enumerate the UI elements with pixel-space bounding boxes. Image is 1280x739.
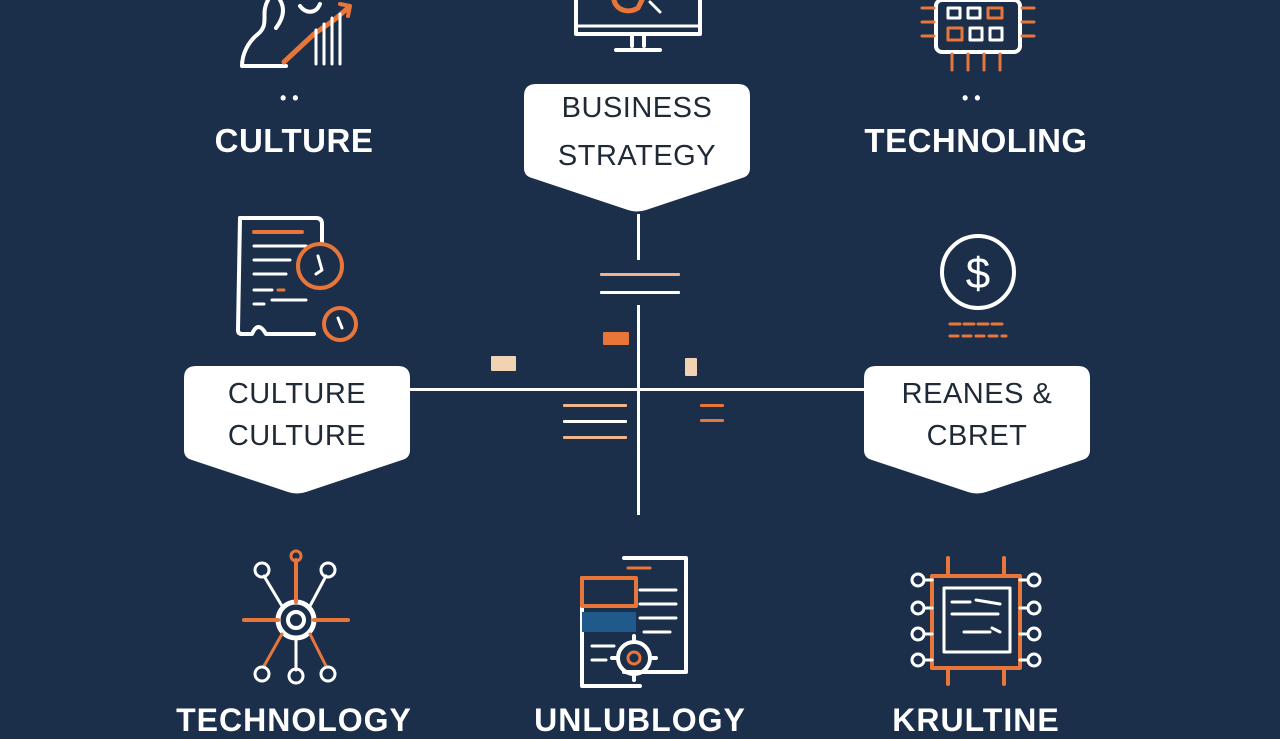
ellipsis-dots: •• [280,88,305,108]
center-marker [685,358,697,376]
vertical-connector-main [637,305,640,515]
monitor-icon [572,0,704,60]
chip-icon [916,0,1040,76]
dollar-coin-icon: $ [936,228,1020,344]
center-dash [700,404,724,407]
diagram: •• CULTURE BUSINESS STRATEGY [176,0,1092,738]
banner-business-strategy: BUSINESS STRATEGY [522,82,752,216]
banner-line: REANES & [901,378,1053,410]
banner-line: CULTURE [227,420,367,452]
document-clock-icon [232,214,362,346]
label-technoling: TECHNOLING [864,122,1088,159]
banner-reanes-cbret: REANES & CBRET [862,364,1092,498]
documents-gear-icon [578,552,692,692]
center-dash [600,291,680,294]
center-dash [700,419,724,422]
center-marker [491,356,516,371]
banner-culture: CULTURE CULTURE [182,364,412,498]
label-krultine: KRULTINE [892,702,1060,738]
horizontal-connector-left [410,388,637,391]
ellipsis-dots: •• [962,88,987,108]
label-unlublogy: UNLUBLOGY [534,702,746,738]
banner-line: CULTURE [227,378,367,410]
center-dash [563,420,627,423]
center-marker [603,332,629,345]
svg-text:$: $ [966,249,990,298]
horizontal-connector-right [640,388,864,391]
vertical-connector-top [637,214,640,260]
banner-line: BUSINESS [561,92,713,124]
banner-line: CBRET [926,420,1028,452]
network-hub-icon [238,548,354,688]
banner-line: STRATEGY [557,140,717,172]
person-chart-icon [230,0,360,72]
circuit-board-icon [908,554,1044,690]
center-dash [563,404,627,407]
label-culture-top: CULTURE [214,122,374,159]
center-dash [600,273,680,276]
center-dash [563,436,627,439]
label-technology: TECHNOLOGY [176,702,412,738]
